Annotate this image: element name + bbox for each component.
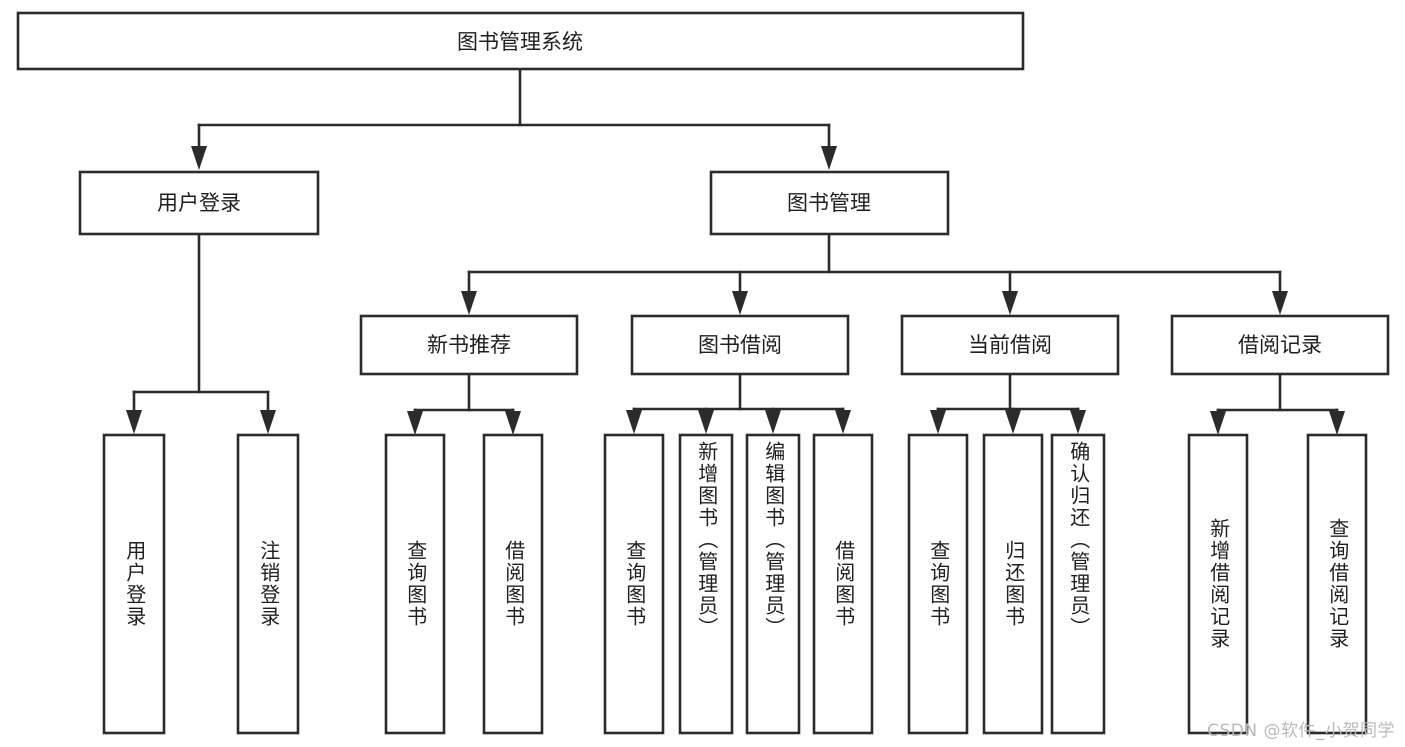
leaf-box-user-login[interactable]	[102, 433, 166, 735]
arrowhead-to-borrow-record	[1272, 291, 1288, 315]
arrowhead-to-logout-leaf	[260, 410, 276, 434]
node-new-book-recommend[interactable]: 新书推荐	[359, 314, 579, 376]
arrowhead-g4-leaf-2	[1329, 411, 1345, 435]
node-user-login-label: 用户登录	[157, 191, 241, 215]
node-borrow-record-box[interactable]	[1170, 314, 1390, 376]
node-root-box[interactable]	[16, 11, 1025, 71]
node-user-login[interactable]: 用户登录	[78, 170, 320, 236]
leaf-box-logout[interactable]	[236, 433, 300, 735]
leaf-box-add-borrow-record[interactable]	[1187, 433, 1249, 735]
arrowhead-g2-leaf-4	[835, 410, 851, 434]
node-book-management-box[interactable]	[709, 170, 950, 236]
node-book-management-label: 图书管理	[787, 191, 871, 215]
node-borrow-record-label: 借阅记录	[1238, 333, 1322, 357]
watermark-text: CSDN @软件_小贺同学	[1207, 721, 1395, 741]
node-current-borrow-box[interactable]	[900, 314, 1120, 376]
leaf-box-borrow-book-2[interactable]	[812, 433, 874, 735]
leaf-box-query-borrow-record[interactable]	[1306, 433, 1368, 735]
arrowhead-g4-leaf-1	[1210, 411, 1226, 435]
arrowhead-to-new-book-rec	[461, 291, 477, 315]
node-root-label: 图书管理系统	[457, 30, 583, 54]
arrowhead-g3-leaf-3	[1070, 410, 1086, 434]
leaf-box-confirm-return-admin[interactable]	[1050, 433, 1106, 735]
node-user-login-box[interactable]	[78, 170, 320, 236]
arrowhead-to-current-borrow	[1002, 291, 1018, 315]
arrowhead-g2-leaf-3	[765, 410, 781, 434]
arrowhead-g1-leaf-2	[505, 411, 521, 435]
node-book-borrow-box[interactable]	[630, 314, 850, 376]
leaf-box-add-book-admin[interactable]	[678, 433, 734, 735]
arrowhead-g3-leaf-2	[1005, 410, 1021, 434]
leaf-box-query-book-1[interactable]	[384, 433, 446, 735]
node-current-borrow-label: 当前借阅	[968, 333, 1052, 357]
leaf-box-query-book-3[interactable]	[907, 433, 969, 735]
arrowhead-to-book-borrow	[732, 291, 748, 315]
arrowhead-g2-leaf-1	[626, 410, 642, 434]
node-new-book-recommend-label: 新书推荐	[427, 333, 511, 357]
leaf-box-return-book[interactable]	[982, 433, 1044, 735]
node-new-book-recommend-box[interactable]	[359, 314, 579, 376]
node-book-borrow-label: 图书借阅	[698, 333, 782, 357]
leaf-box-query-book-2[interactable]	[603, 433, 665, 735]
leaf-box-edit-book-admin[interactable]	[745, 433, 801, 735]
connector-layer	[126, 67, 1345, 435]
node-current-borrow[interactable]: 当前借阅	[900, 314, 1120, 376]
leaf-box-borrow-book-1[interactable]	[482, 433, 544, 735]
arrowhead-g3-leaf-1	[930, 410, 946, 434]
arrowhead-to-user-login-leaf	[126, 410, 142, 434]
node-book-management[interactable]: 图书管理	[709, 170, 950, 236]
arrowhead-to-user-login	[191, 146, 207, 170]
arrowhead-g2-leaf-2	[698, 410, 714, 434]
arrowhead-g1-leaf-1	[407, 411, 423, 435]
node-book-borrow[interactable]: 图书借阅	[630, 314, 850, 376]
leaf-node-layer	[102, 433, 1368, 735]
node-borrow-record[interactable]: 借阅记录	[1170, 314, 1390, 376]
arrowhead-to-book-mgmt	[821, 146, 837, 170]
node-root[interactable]: 图书管理系统	[16, 11, 1025, 71]
